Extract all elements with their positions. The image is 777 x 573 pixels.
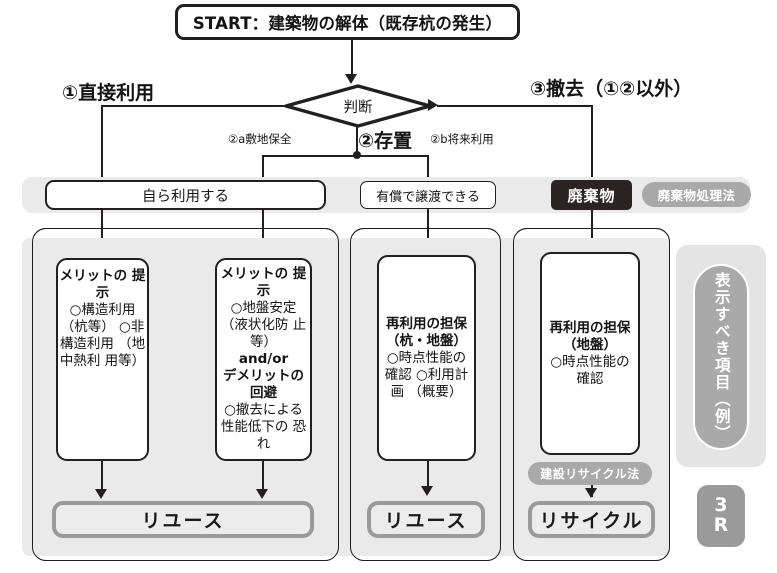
card-reuse-pile-ground-head: 再利用の担保 （杭・地盤） <box>386 315 467 349</box>
card-merit-direct-body: ○構造利用 （杭等） ○非構造利用 （地中熱利 用等） <box>59 302 146 369</box>
connector-paidtransfer-to-card3 <box>427 209 429 255</box>
side-pill-display-items: 表示すべき項目（例） <box>693 264 749 450</box>
card-merit-demerit-mid: and/or <box>238 351 289 367</box>
decision-diamond: 判断 <box>283 84 433 128</box>
card-reuse-pile-ground: 再利用の担保 （杭・地盤） ○時点性能の 確認 ○利用計画 （概要） <box>377 255 476 461</box>
branch-label-3: ③撤去（①②以外） <box>530 78 693 100</box>
connector-branch2-vertical <box>356 126 358 156</box>
connector-waste-to-card4 <box>591 210 593 254</box>
node-self-use: 自ら利用する <box>45 180 326 210</box>
connector-card2-to-result <box>262 461 264 495</box>
badge-3r-line1: 3 <box>714 494 728 517</box>
card-merit-direct-head: メリットの 提示 <box>59 268 146 301</box>
arrow-result-left-b <box>256 489 268 499</box>
connector-selfuse-to-card1 <box>101 210 103 258</box>
connector-selfuse-to-card2 <box>262 210 264 258</box>
connector-branch3-vertical <box>591 105 593 178</box>
side-pill-display-items-label: 表示すべき項目（例） <box>712 272 731 442</box>
node-paid-transfer: 有償で譲渡できる <box>360 181 496 209</box>
arrow-start-to-decision <box>345 74 357 84</box>
card-reuse-ground-head: 再利用の担保 （地盤） <box>549 319 631 353</box>
node-waste: 廃棄物 <box>551 180 632 210</box>
connector-branch1-horizontal <box>101 105 287 107</box>
branch-label-2: ②存置 <box>358 130 413 152</box>
branch-label-1: ①直接利用 <box>62 82 155 104</box>
group-outline-left-overlay <box>32 228 339 561</box>
group-outline-middle-overlay <box>350 228 501 561</box>
arrow-result-left-a <box>95 489 107 499</box>
group-outline-right-overlay <box>513 228 670 561</box>
badge-3r: 3 R <box>697 485 745 547</box>
badge-3r-line2: R <box>713 514 729 536</box>
result-reuse-left-label: リユース <box>141 510 225 532</box>
card-merit-demerit-head: メリットの 提示 <box>220 266 307 299</box>
arrow-branch3 <box>428 99 438 111</box>
card-merit-demerit-body: ○地盤安定 （液状化防 止等） <box>220 300 307 350</box>
node-self-use-label: 自ら利用する <box>142 188 229 205</box>
decision-label: 判断 <box>343 99 373 116</box>
result-reuse-mid-label: リユース <box>384 510 468 532</box>
connector-start-to-decision <box>351 40 353 76</box>
arrow-result-right <box>585 488 597 498</box>
branch-label-2a: ②a敷地保全 <box>228 132 292 146</box>
result-reuse-mid: リユース <box>367 501 485 538</box>
pill-waste-law: 廃棄物処理法 <box>642 182 751 207</box>
card-reuse-pile-ground-body: ○時点性能の 確認 ○利用計画 （概要） <box>384 349 469 400</box>
card-merit-demerit-body2: ○撤去による 性能低下の 恐れ <box>220 402 307 452</box>
arrow-result-mid <box>421 486 433 496</box>
result-recycle-right: リサイクル <box>528 501 655 538</box>
pill-waste-law-label: 廃棄物処理法 <box>657 188 736 203</box>
branch-label-2b: ②b将来利用 <box>430 132 494 146</box>
connector-branch2a-down <box>262 155 264 178</box>
card-merit-demerit: メリットの 提示 ○地盤安定 （液状化防 止等） and/or デメリットの 回… <box>215 258 312 461</box>
connector-card3-to-result <box>427 461 429 491</box>
connector-branch2-split <box>262 155 429 157</box>
pill-construction-recycle-law: 建設リサイクル法 <box>528 462 652 485</box>
card-merit-demerit-head2: デメリットの 回避 <box>223 368 304 401</box>
result-reuse-left: リユース <box>52 501 314 538</box>
node-paid-transfer-label: 有償で譲渡できる <box>376 189 480 205</box>
connector-card1-to-result <box>101 461 103 495</box>
node-waste-label: 廃棄物 <box>567 186 616 205</box>
connector-branch2b-down <box>427 155 429 178</box>
start-node: START：建築物の解体（既存杭の発生） <box>175 4 520 40</box>
card-reuse-ground: 再利用の担保 （地盤） ○時点性能の 確認 <box>540 252 640 455</box>
connector-branch1-vertical <box>101 105 103 178</box>
result-recycle-right-label: リサイクル <box>539 510 644 532</box>
card-merit-direct: メリットの 提示 ○構造利用 （杭等） ○非構造利用 （地中熱利 用等） <box>56 258 149 461</box>
connector-branch3-horizontal <box>437 105 593 107</box>
card-reuse-ground-body: ○時点性能の 確認 <box>550 353 630 387</box>
pill-construction-recycle-law-label: 建設リサイクル法 <box>540 467 640 481</box>
